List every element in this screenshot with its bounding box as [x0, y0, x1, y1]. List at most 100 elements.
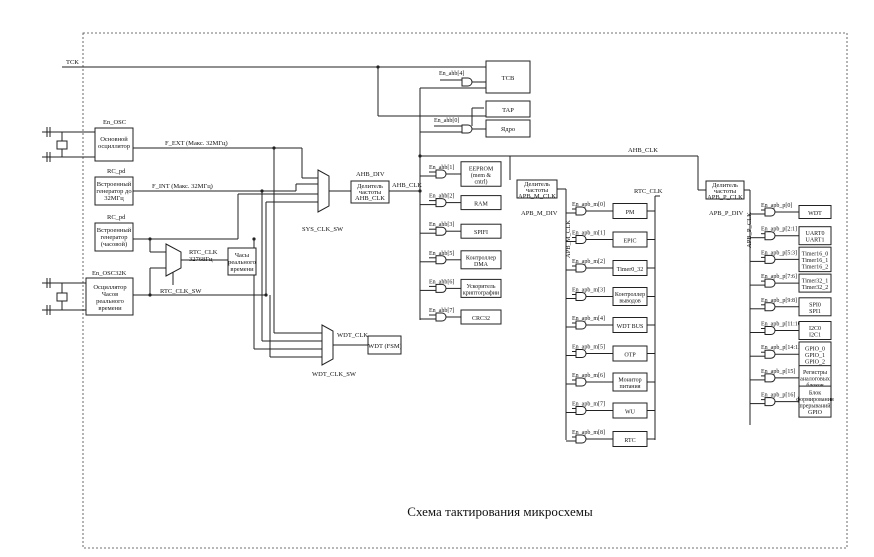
source-2-line-1: генератор	[100, 234, 127, 241]
ahb-divider-line-2: AHB_CLK	[355, 195, 385, 202]
tap-label: TAP	[502, 107, 514, 114]
internal-clock-generator-box	[94, 222, 134, 252]
apb-p-enable-label-2: En_apb_p[5:3]	[761, 250, 797, 256]
apb-p-label-0-0: WDT	[808, 211, 822, 217]
apb-p-gate-3	[764, 278, 776, 288]
apb-m-gate-8	[575, 434, 587, 444]
ahb-label-4-0: Ускоритель	[466, 284, 495, 290]
apb-m-enable-label-6: En_apb_m[6]	[572, 373, 605, 379]
tcb-gate	[461, 77, 473, 87]
apb-m-label-3-0: Контроллер	[615, 292, 645, 298]
apb-m-gate-5	[575, 349, 587, 358]
apb-p-gate-8	[764, 397, 776, 407]
apb-p-box-8	[798, 385, 832, 418]
ahb-gate-4	[435, 283, 447, 293]
rtc-oscillator-box	[85, 277, 134, 316]
rc-pd-label: RC_pd	[107, 168, 126, 175]
source-0-line-0: Основной	[100, 136, 128, 143]
source-3-line-3: времени	[98, 305, 122, 312]
clock-sources	[85, 127, 402, 355]
source-1-line-2: 32МГц	[104, 195, 124, 202]
ahb-label-3-0: Контроллер	[466, 255, 496, 261]
tcb-label: TCB	[502, 75, 515, 82]
ahb-box-0	[460, 161, 502, 187]
apb-p-box-5	[798, 321, 832, 340]
main-oscillator-box	[94, 127, 134, 162]
apb-m-enable-label-0: En_apb_m[0]	[572, 202, 605, 208]
ahb-box-2	[460, 223, 502, 239]
apb-p-box-0	[798, 205, 832, 219]
source-2-line-2: (часовой)	[101, 241, 127, 248]
ahb-label-0-0: EEPROM	[469, 166, 494, 172]
apb-m-gate-2	[575, 263, 587, 273]
rtc-clk-label: RTC_CLK	[189, 249, 218, 256]
ahb-box-4	[460, 278, 502, 298]
apb-m-label-2-0: Timer0_32	[617, 267, 643, 273]
ahb-box-5	[460, 309, 502, 325]
apb-p-label-1-1: UART1	[806, 238, 825, 244]
apb-p-label-6-2: GPIO_2	[805, 359, 825, 365]
apb-p-gate-7	[764, 373, 776, 383]
f-ext-label: F_EXT (Макс. 32МГц)	[165, 140, 228, 147]
apb-p-divider-line-0: Делитель	[712, 182, 738, 189]
apb-p-gate-5	[764, 326, 776, 335]
wdt-fsm-label: WDT (FSM)	[368, 343, 402, 350]
apb-p-gate-0	[764, 207, 776, 217]
apb-m-clk-label: APB_M_CLK	[565, 220, 572, 258]
apb-p-label-6-1: GPIO_1	[805, 353, 825, 359]
ahb-enable-label-3: En_ahb[5]	[429, 251, 454, 257]
ahb-gate-1	[435, 198, 447, 208]
sys-clk-sw-label: SYS_CLK_SW	[302, 226, 344, 233]
enable-labels: En_ahb[4] En_ahb[0]	[434, 71, 464, 124]
ahb-enable-label-1: En_ahb[2]	[429, 194, 454, 200]
apb-m-gate-1	[575, 235, 587, 244]
apb-p-gate-6	[764, 349, 776, 359]
apb-m-label-6-0: Монитор	[618, 378, 641, 384]
apb-p-label-1-0: UART0	[806, 231, 825, 237]
apb-p-div-label: APB_P_DIV	[709, 210, 744, 217]
diagram-title: Схема тактирования микросхемы	[407, 504, 593, 519]
ahb-gate-3	[435, 255, 447, 265]
ahb-divider-line-0: Делитель	[357, 183, 383, 190]
apb-m-gate-6	[575, 377, 587, 387]
apb-p-enable-label-0: En_apb_p[0]	[761, 203, 792, 209]
apb-p-label-8-3: GPIO	[808, 410, 823, 416]
apb-p-box-4	[798, 297, 832, 317]
rtc-block-box	[227, 247, 257, 276]
apb-m-peripherals: En_apb_m[0]PMEn_apb_m[1]EPICEn_apb_m[2]T…	[566, 202, 655, 447]
ahb-enable-label-4: En_ahb[6]	[429, 279, 454, 285]
apb-m-label-1-0: EPIC	[623, 238, 636, 244]
ahb-divider-line-1: частоты	[359, 189, 382, 196]
top-gates	[420, 77, 486, 134]
apb-p-box-3	[798, 273, 832, 293]
apb-p-label-6-0: GPIO_0	[805, 346, 825, 352]
apb-p-label-5-1: I2C1	[809, 333, 821, 339]
diagram-frame	[82, 32, 848, 549]
ahb-clk-bus-label: AHB_CLK	[628, 147, 658, 154]
rtc-clk-sw-label: RTC_CLK_SW	[160, 288, 202, 295]
ahb-gate-0	[435, 169, 447, 179]
apb-p-label-4-1: SPI1	[809, 309, 821, 315]
apb-p-enable-label-1: En_apb_p[2:1]	[761, 227, 797, 233]
apb-p-enable-label-5: En_apb_p[11:10]	[761, 322, 803, 328]
apb-p-enable-label-8: En_apb_p[16]	[761, 393, 795, 399]
apb-p-divider-line-1: частоты	[714, 188, 737, 195]
tap-box	[485, 100, 531, 118]
apb-p-enable-label-3: En_apb_p[7:6]	[761, 274, 797, 280]
tcb-box	[485, 60, 531, 94]
apb-p-clk-label: APB_P_CLK	[746, 212, 753, 248]
apb-p-enable-label-4: En_apb_p[9:8]	[761, 298, 797, 304]
ahb-box-3	[460, 250, 502, 270]
ahb-label-2-0: SPIFI	[474, 230, 488, 236]
apb-p-enable-label-7: En_apb_p[15]	[761, 369, 795, 375]
apb-m-enable-label-1: En_apb_m[1]	[572, 231, 605, 237]
apb-p-enable-label-6: En_apb_p[14:12]	[761, 345, 803, 351]
apb-m-label-5-0: OTP	[624, 352, 636, 358]
wdt-clk-label: WDT_CLK	[337, 332, 368, 339]
en-osc-label: En_OSC	[103, 119, 126, 126]
apb-m-gate-0	[575, 206, 587, 216]
apb-m-divider-line-1: частоты	[526, 187, 549, 194]
apb-m-label-8-0: RTC	[624, 438, 635, 444]
rtc-clk-freq-label: 32768Гц	[189, 256, 213, 263]
